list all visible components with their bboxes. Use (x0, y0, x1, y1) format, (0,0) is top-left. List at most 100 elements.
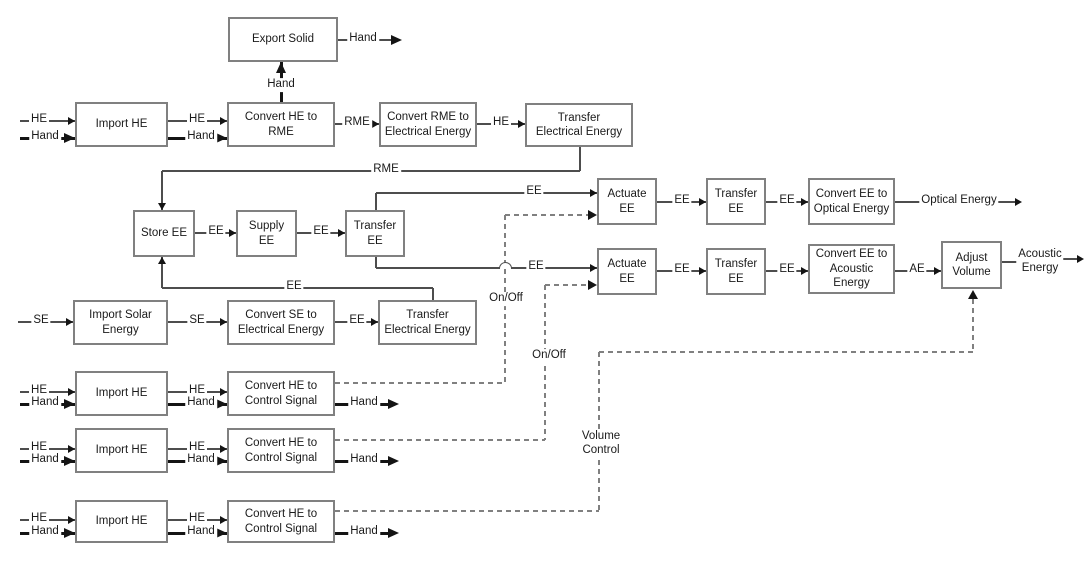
arrowhead-down (158, 203, 166, 210)
box-transfer-ee-main: Transfer Electrical Energy (525, 103, 633, 147)
arrowhead-right (68, 117, 75, 125)
flow-label: HE (187, 384, 207, 398)
flow-label: Optical Energy (919, 194, 999, 208)
arrowhead-right (64, 398, 75, 409)
signal-line (545, 284, 590, 286)
box-convert-se-to-ee: Convert SE to Electrical Energy (227, 300, 335, 345)
flow-label: Hand (185, 130, 217, 144)
box-transfer-ee-mid: Transfer EE (345, 210, 405, 257)
flow-label: Hand (185, 453, 217, 467)
energy-line (432, 288, 434, 300)
box-transfer-ee-bottom: Transfer EE (706, 248, 766, 295)
flow-label: HE (29, 512, 49, 526)
flow-label: AE (907, 263, 927, 277)
arrowhead-right (590, 189, 597, 197)
arrowhead-right (801, 198, 808, 206)
arrowhead-right (1015, 198, 1022, 206)
arrowhead-right (220, 318, 227, 326)
arrowhead-right (699, 267, 706, 275)
arrowhead-right (68, 516, 75, 524)
arrowhead-right (220, 388, 227, 396)
arrowhead-right (934, 267, 941, 275)
energy-line (1002, 261, 1017, 263)
arrowhead-right (220, 445, 227, 453)
box-convert-he-to-cs-1: Convert HE to Control Signal (227, 371, 335, 416)
arrowhead-right (588, 280, 597, 290)
box-convert-rme-to-ee: Convert RME to Electrical Energy (379, 102, 477, 147)
arrowhead-right (64, 527, 75, 538)
signal-line (335, 382, 505, 384)
arrowhead-right (64, 455, 75, 466)
arrowhead-right (372, 120, 379, 128)
box-import-solar-energy: Import Solar Energy (73, 300, 168, 345)
flow-label: EE (777, 194, 797, 208)
flow-label: EE (526, 260, 546, 274)
flow-label: EE (284, 280, 304, 294)
arrowhead-right (388, 455, 399, 466)
energy-line (375, 257, 377, 268)
flow-label: On/Off (530, 349, 568, 363)
flow-label: Hand (348, 525, 380, 539)
arrowhead-right (216, 455, 227, 466)
arrowhead-right (68, 445, 75, 453)
energy-line (376, 192, 597, 194)
flow-label: Hand (29, 396, 61, 410)
arrowhead-right (338, 229, 345, 237)
energy-line (161, 257, 163, 288)
flow-label: RME (342, 116, 372, 130)
arrowhead-up (158, 257, 166, 264)
arrowhead-right (371, 318, 378, 326)
energy-line (579, 147, 581, 171)
flow-label: EE (777, 263, 797, 277)
flow-label: EE (672, 194, 692, 208)
signal-line (335, 510, 599, 512)
box-convert-he-to-rme: Convert HE to RME (227, 102, 335, 147)
flow-label: Hand (185, 396, 217, 410)
flow-label: EE (206, 225, 226, 239)
signal-line (599, 351, 973, 353)
arrowhead-right (391, 34, 402, 45)
arrowhead-up (968, 290, 978, 299)
arrowhead-right (388, 527, 399, 538)
arrowhead-right (66, 318, 73, 326)
box-convert-ee-to-acoustic: Convert EE to Acoustic Energy (808, 244, 895, 294)
signal-line (505, 214, 590, 216)
flow-label: HE (187, 441, 207, 455)
arrowhead-right (220, 117, 227, 125)
signal-line (335, 439, 545, 441)
arrowhead-right (1077, 255, 1084, 263)
arrowhead-right (229, 229, 236, 237)
flow-label: HE (187, 512, 207, 526)
arrowhead-right (518, 120, 525, 128)
box-import-he-2: Import HE (75, 371, 168, 416)
box-transfer-ee-solar: Transfer Electrical Energy (378, 300, 477, 345)
flow-label: HE (29, 113, 49, 127)
flow-label: EE (311, 225, 331, 239)
box-transfer-ee-top: Transfer EE (706, 178, 766, 225)
arrowhead-right (588, 210, 597, 220)
flow-label: RME (371, 163, 401, 177)
flow-label: HE (29, 441, 49, 455)
flow-label: Acoustic Energy (1016, 248, 1064, 276)
arrowhead-right (590, 264, 597, 272)
box-actuate-ee-bottom: Actuate EE (597, 248, 657, 295)
signal-line (972, 299, 974, 352)
box-import-he-4: Import HE (75, 500, 168, 543)
box-convert-he-to-cs-3: Convert HE to Control Signal (227, 500, 335, 543)
arrowhead-right (216, 398, 227, 409)
box-convert-he-to-cs-2: Convert HE to Control Signal (227, 428, 335, 473)
energy-line (375, 193, 377, 210)
arrowhead-right (699, 198, 706, 206)
box-supply-ee: Supply EE (236, 210, 297, 257)
arrowhead-right (220, 516, 227, 524)
flow-label: Hand (185, 525, 217, 539)
box-convert-ee-to-optical: Convert EE to Optical Energy (808, 178, 895, 225)
arrowhead-right (216, 132, 227, 143)
arrowhead-up (275, 62, 286, 73)
energy-line (161, 171, 163, 210)
flow-label: Hand (348, 396, 380, 410)
flow-label: HE (29, 384, 49, 398)
arrowhead-right (388, 398, 399, 409)
arrowhead-right (216, 527, 227, 538)
